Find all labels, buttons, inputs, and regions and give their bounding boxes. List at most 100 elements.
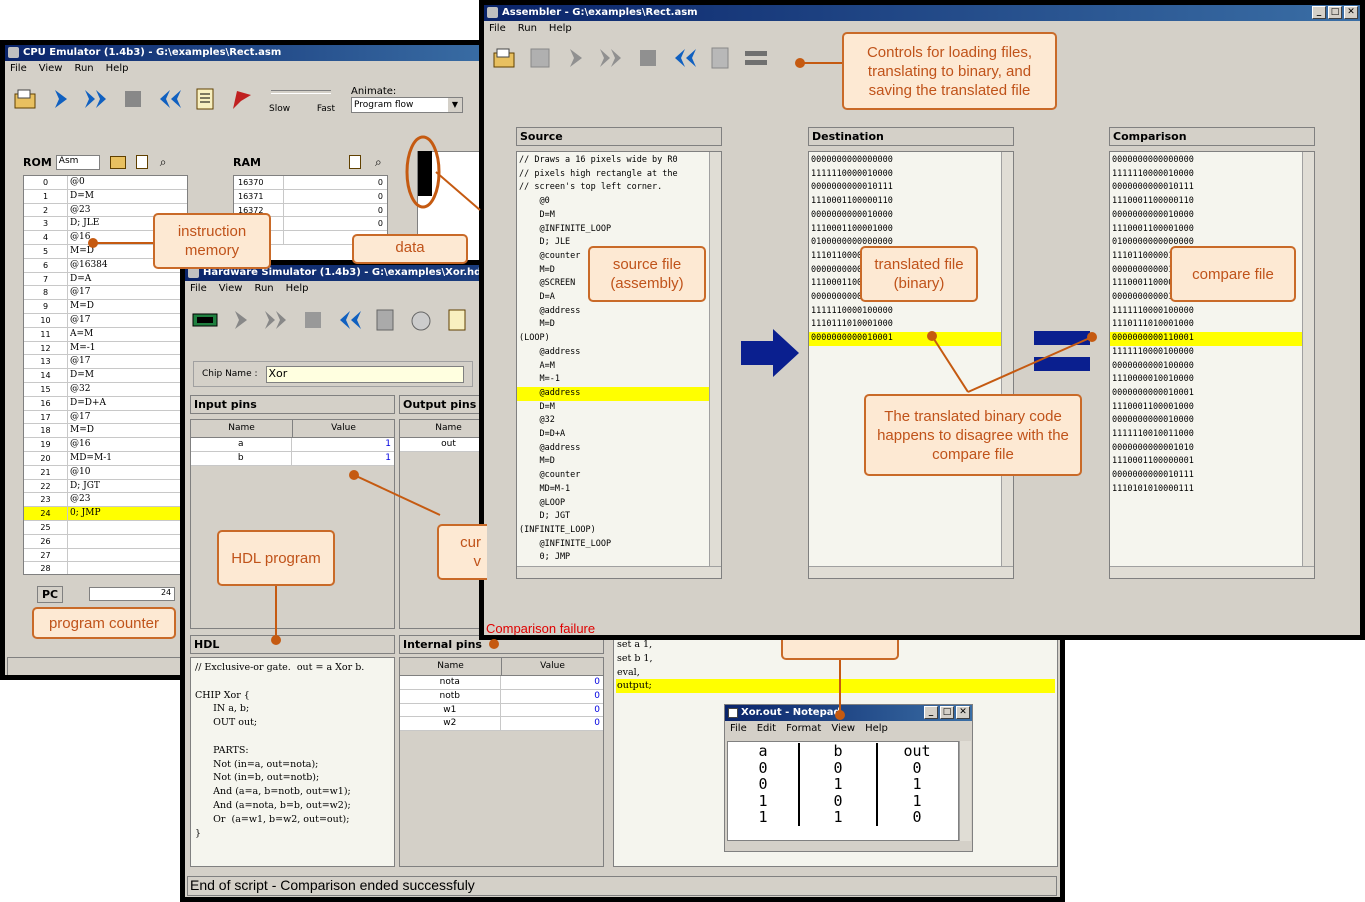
asm-menu-run[interactable]: Run <box>517 23 537 34</box>
chevron-down-icon[interactable]: ▼ <box>448 97 462 112</box>
notepad-menu-help[interactable]: Help <box>865 723 888 734</box>
table-row[interactable]: 2@23 <box>24 203 187 218</box>
script-icon[interactable] <box>191 85 219 113</box>
stop-icon[interactable] <box>299 306 327 334</box>
hw-menu-run[interactable]: Run <box>254 283 274 294</box>
binoculars-icon[interactable]: ⌕ <box>374 154 382 169</box>
notepad-menu-view[interactable]: View <box>831 723 856 734</box>
notepad-scrollbar[interactable] <box>959 741 971 841</box>
hdl-code-area[interactable]: // Exclusive-or gate. out = a Xor b. CHI… <box>190 657 395 867</box>
notepad-title-bar[interactable]: Xor.out - Notepad _□✕ <box>725 705 972 721</box>
minimize-icon[interactable]: _ <box>1312 6 1326 19</box>
table-row[interactable]: 15@32 <box>24 382 187 397</box>
script-icon[interactable] <box>443 306 471 334</box>
maximize-icon[interactable]: □ <box>940 706 954 719</box>
vertical-scrollbar[interactable] <box>709 152 721 578</box>
table-row[interactable]: 26 <box>24 534 187 549</box>
rom-format-select[interactable]: Asm <box>55 154 100 170</box>
maximize-icon[interactable]: □ <box>1328 6 1342 19</box>
table-row[interactable]: 13@17 <box>24 355 187 370</box>
table-row[interactable]: 28 <box>24 562 187 574</box>
vertical-scrollbar[interactable] <box>1001 152 1013 578</box>
notepad-menu-edit[interactable]: Edit <box>756 723 777 734</box>
table-row[interactable]: 19@16 <box>24 438 187 452</box>
table-row[interactable]: 0@0 <box>24 176 187 190</box>
binary-file-icon[interactable] <box>706 44 734 72</box>
table-row[interactable]: 17@17 <box>24 410 187 425</box>
table-row[interactable]: 25 <box>24 520 187 535</box>
horizontal-scrollbar[interactable] <box>1110 566 1314 578</box>
cpu-menu-view[interactable]: View <box>38 63 63 74</box>
calculator-icon[interactable] <box>371 306 399 334</box>
load-file-icon[interactable] <box>490 44 518 72</box>
asm-title-bar[interactable]: Assembler - G:\examples\Rect.asm _□✕ <box>484 5 1360 21</box>
hw-menu-help[interactable]: Help <box>285 283 309 294</box>
chip-name-field[interactable]: Xor <box>265 365 464 383</box>
pc-field[interactable]: 24 <box>89 587 176 601</box>
horizontal-scrollbar[interactable] <box>517 566 721 578</box>
fast-forward-icon[interactable] <box>83 85 111 113</box>
fast-forward-icon[interactable] <box>263 306 291 334</box>
cpu-menu-file[interactable]: File <box>10 63 27 74</box>
stop-icon[interactable] <box>634 44 662 72</box>
load-chip-icon[interactable] <box>191 306 219 334</box>
save-icon[interactable] <box>526 44 554 72</box>
speed-slider[interactable]: Slow Fast <box>269 82 339 116</box>
table-row[interactable]: 8@17 <box>24 286 187 301</box>
asm-menu-help[interactable]: Help <box>548 23 572 34</box>
rewind-icon[interactable] <box>670 44 698 72</box>
cpu-title-bar[interactable]: CPU Emulator (1.4b3) - G:\examples\Rect.… <box>5 45 495 61</box>
fast-forward-icon[interactable] <box>598 44 626 72</box>
horizontal-scrollbar[interactable] <box>809 566 1013 578</box>
table-row[interactable]: 6@16384 <box>24 258 187 273</box>
binoculars-icon[interactable]: ⌕ <box>159 154 167 169</box>
reset-icon[interactable] <box>335 306 363 334</box>
table-row[interactable]: 0 <box>234 217 387 232</box>
hw-menu-file[interactable]: File <box>190 283 207 294</box>
asm-menu-file[interactable]: File <box>489 23 506 34</box>
table-row[interactable]: 23@23 <box>24 493 187 508</box>
table-row[interactable]: 27 <box>24 548 187 563</box>
folder-icon[interactable] <box>109 155 126 169</box>
compare-equals-icon[interactable] <box>742 44 770 72</box>
table-row[interactable]: 4@16 <box>24 231 187 245</box>
reset-icon[interactable] <box>155 85 183 113</box>
clock-icon[interactable] <box>407 306 435 334</box>
notepad-menu-format[interactable]: Format <box>786 723 822 734</box>
single-step-icon[interactable] <box>227 306 255 334</box>
page-icon[interactable] <box>135 155 148 169</box>
breakpoint-flag-icon[interactable] <box>227 85 255 113</box>
single-step-icon[interactable] <box>47 85 75 113</box>
stop-icon[interactable] <box>119 85 147 113</box>
page-icon[interactable] <box>348 155 361 169</box>
minimize-icon[interactable]: _ <box>924 706 938 719</box>
table-row[interactable]: 21@10 <box>24 465 187 480</box>
vertical-scrollbar[interactable] <box>1302 152 1314 578</box>
source-code-area[interactable]: // Draws a 16 pixels wide by R0// pixels… <box>516 151 722 579</box>
close-icon[interactable]: ✕ <box>956 706 970 719</box>
